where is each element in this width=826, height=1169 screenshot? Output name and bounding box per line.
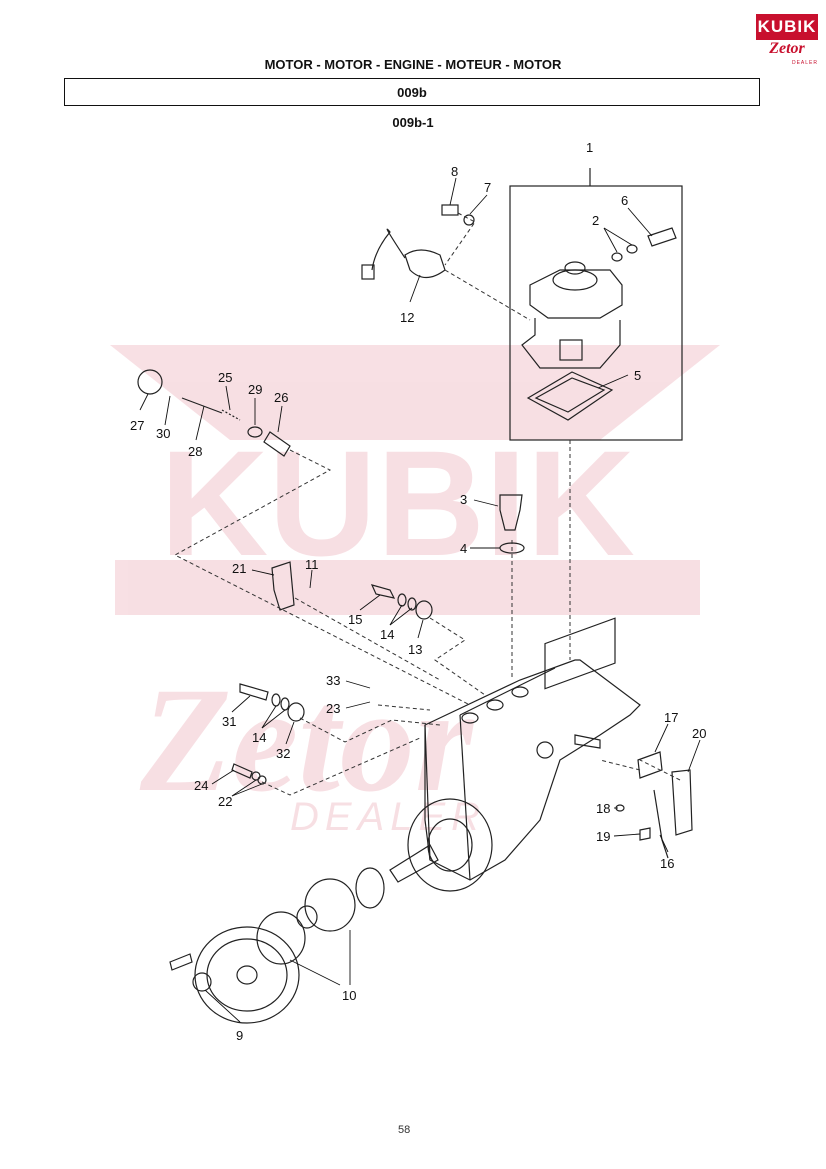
callout-6: 6 (621, 193, 628, 208)
callout-7: 7 (484, 180, 491, 195)
kubik-zetor-logo: KUBIK Zetor DEALER (756, 14, 818, 70)
callout-12: 12 (400, 310, 414, 325)
callout-20: 20 (692, 726, 706, 741)
plug-26-part (263, 431, 291, 457)
bolt-24-part (231, 763, 253, 779)
callout-5: 5 (634, 368, 641, 383)
callout-3: 3 (460, 492, 467, 507)
callout-4: 4 (460, 541, 467, 556)
o-ring-10-a (256, 911, 306, 965)
screw-6-part (647, 227, 677, 247)
logo-dealer: DEALER (791, 60, 818, 66)
injection-pump-body (389, 617, 641, 892)
callout-8: 8 (451, 164, 458, 179)
callout-28: 28 (188, 444, 202, 459)
callout-30: 30 (156, 426, 170, 441)
callout-22: 22 (218, 794, 232, 809)
lever-21-part (271, 561, 295, 611)
callout-labels: 1 2 6 8 7 12 5 25 29 26 27 30 28 3 4 21 … (130, 140, 706, 1043)
callout-32: 32 (276, 746, 290, 761)
callout-15: 15 (348, 612, 362, 627)
callout-14b: 14 (252, 730, 266, 745)
hub-part (355, 867, 385, 909)
logo-brand: KUBIK (756, 14, 818, 40)
page-title: MOTOR - MOTOR - ENGINE - MOTEUR - MOTOR (264, 57, 562, 72)
svg-text:Zetor: Zetor (139, 657, 475, 823)
callout-11: 11 (305, 557, 319, 572)
washer-9-part (192, 972, 212, 992)
watermark-dealer: DEALER (290, 795, 486, 839)
callout-10: 10 (342, 988, 356, 1003)
gasket-part (526, 371, 614, 421)
callout-25: 25 (218, 370, 232, 385)
section-code-box: 009b (64, 78, 760, 106)
callout-23: 23 (326, 701, 340, 716)
callout-24: 24 (194, 778, 208, 793)
section-code: 009b (397, 84, 427, 100)
cover-housing-part (521, 261, 623, 369)
bolt-31-part (239, 683, 269, 701)
o-ring-10-b (304, 878, 356, 932)
callout-18: 18 (596, 801, 610, 816)
sensor-12-part (404, 249, 446, 279)
callout-1: 1 (586, 140, 593, 155)
callout-9: 9 (236, 1028, 243, 1043)
callout-16: 16 (660, 856, 674, 871)
callout-33: 33 (326, 673, 340, 688)
drive-gear-part (194, 926, 300, 1024)
bracket-17-part (637, 751, 663, 779)
cap-27-part (137, 369, 163, 395)
cover-assembly-box (509, 185, 683, 441)
rod-28-part (181, 397, 223, 414)
screw-8-part (441, 204, 459, 216)
callout-26: 26 (274, 390, 288, 405)
callout-2: 2 (592, 213, 599, 228)
bolt-15-part (370, 584, 396, 599)
fitting-3-part (499, 494, 523, 531)
page-number: 58 (398, 1124, 411, 1136)
callout-19: 19 (596, 829, 610, 844)
callout-21: 21 (232, 561, 246, 576)
subsection-code: 009b-1 (392, 115, 434, 130)
lever-20-part (671, 769, 693, 836)
kubik-watermark: KUBIK Zetor DEALER (110, 345, 720, 839)
watermark-brand: KUBIK (160, 419, 635, 587)
callout-31: 31 (222, 714, 236, 729)
callout-27: 27 (130, 418, 144, 433)
logo-sub-brand: Zetor (769, 40, 805, 57)
callout-17: 17 (664, 710, 678, 725)
callout-29: 29 (248, 382, 262, 397)
callout-13: 13 (408, 642, 422, 657)
callout-14: 14 (380, 627, 394, 642)
